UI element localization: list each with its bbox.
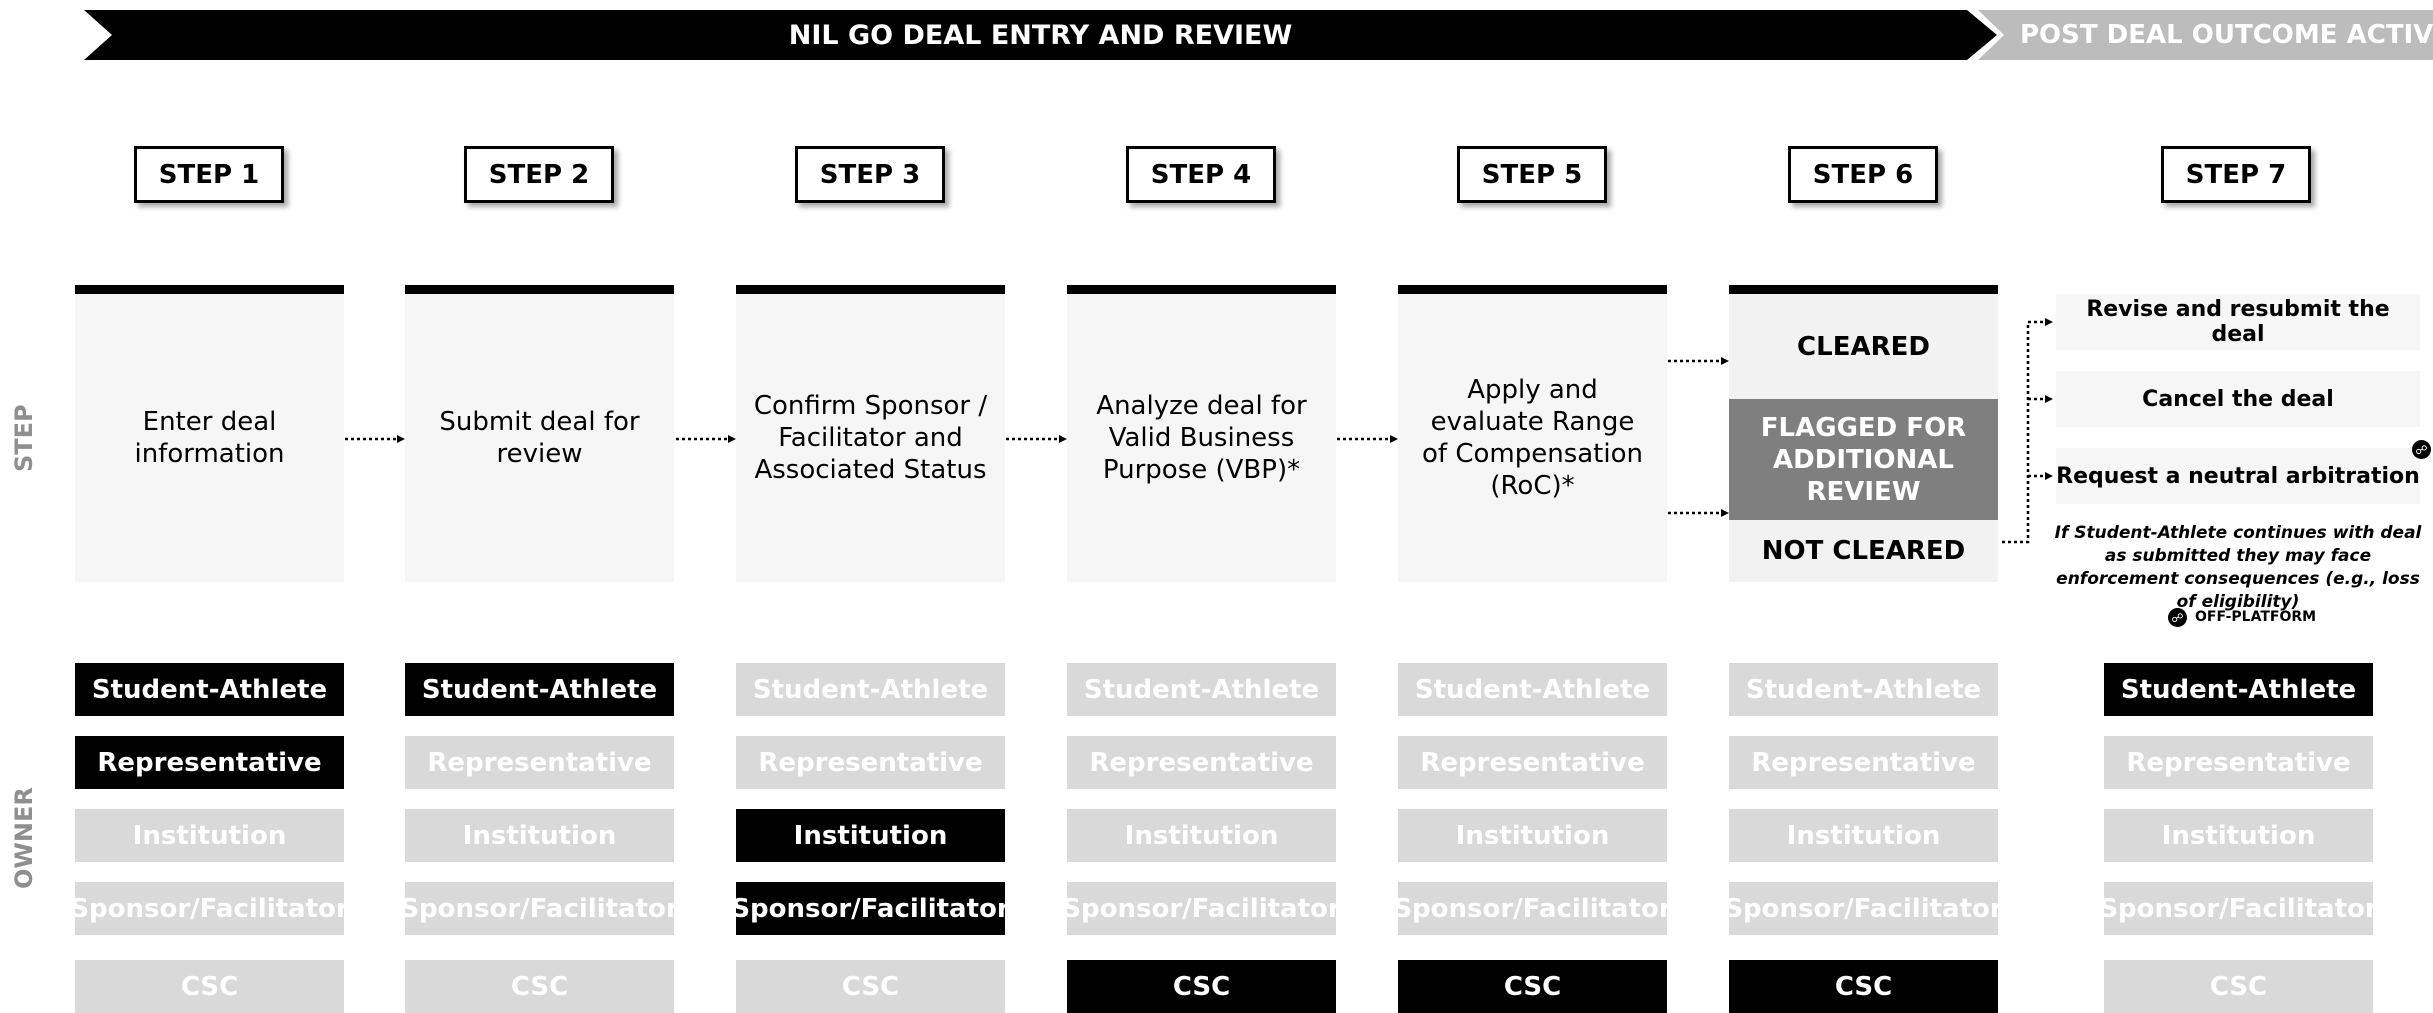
owner-institution-step-1: Institution [75, 809, 344, 862]
owner-student-athlete-step-2: Student-Athlete [405, 663, 674, 716]
owner-representative-step-5: Representative [1398, 736, 1667, 789]
step-2-box: Submit deal for review [405, 294, 674, 582]
owner-sponsor-facilitator-step-5: Sponsor/Facilitator [1398, 882, 1667, 935]
owner-sponsor-facilitator-step-4: Sponsor/Facilitator [1067, 882, 1336, 935]
deal-entry-banner: NIL GO DEAL ENTRY AND REVIEW [84, 10, 1997, 60]
owner-representative-step-3: Representative [736, 736, 1005, 789]
outcome-not-cleared: NOT CLEARED [1729, 520, 1998, 582]
owner-csc-step-3: CSC [736, 960, 1005, 1013]
bracket-not-cleared [2002, 322, 2030, 544]
outcome-cleared: CLEARED [1729, 294, 1998, 399]
owner-csc-step-5: CSC [1398, 960, 1667, 1013]
owner-institution-step-2: Institution [405, 809, 674, 862]
owner-student-athlete-step-4: Student-Athlete [1067, 663, 1336, 716]
owner-csc-step-2: CSC [405, 960, 674, 1013]
step-6-label: STEP 6 [1788, 146, 1938, 203]
owner-student-athlete-step-6: Student-Athlete [1729, 663, 1998, 716]
step-5-bar [1398, 285, 1667, 294]
owner-sponsor-facilitator-step-3: Sponsor/Facilitator [736, 882, 1005, 935]
enforcement-note: If Student-Athlete continues with deal a… [2054, 523, 2422, 612]
option-revise-resubmit: Revise and resubmit the deal [2056, 294, 2420, 350]
step-3-bar [736, 285, 1005, 294]
post-deal-banner: POST DEAL OUTCOME ACTIVITY [1978, 10, 2433, 60]
step-6-bar [1729, 285, 1998, 294]
owner-student-athlete-step-1: Student-Athlete [75, 663, 344, 716]
owner-representative-step-7: Representative [2104, 736, 2373, 789]
owner-csc-step-7: CSC [2104, 960, 2373, 1013]
owner-institution-step-6: Institution [1729, 809, 1998, 862]
owner-student-athlete-step-7: Student-Athlete [2104, 663, 2373, 716]
owner-csc-step-6: CSC [1729, 960, 1998, 1013]
step-1-bar [75, 285, 344, 294]
owner-institution-step-7: Institution [2104, 809, 2373, 862]
option-request-arbitration: Request a neutral arbitration [2056, 448, 2420, 504]
step-5-box: Apply and evaluate Range of Compensation… [1398, 294, 1667, 582]
step-4-label: STEP 4 [1126, 146, 1276, 203]
owner-representative-step-2: Representative [405, 736, 674, 789]
step-5-label: STEP 5 [1457, 146, 1607, 203]
owner-student-athlete-step-3: Student-Athlete [736, 663, 1005, 716]
step-1-label: STEP 1 [134, 146, 284, 203]
step-4-bar [1067, 285, 1336, 294]
owner-representative-step-6: Representative [1729, 736, 1998, 789]
step-2-bar [405, 285, 674, 294]
owner-institution-step-4: Institution [1067, 809, 1336, 862]
owner-csc-step-4: CSC [1067, 960, 1336, 1013]
off-platform-label: OFF-PLATFORM [2195, 609, 2317, 625]
owner-institution-step-3: Institution [736, 809, 1005, 862]
owner-institution-step-5: Institution [1398, 809, 1667, 862]
step-4-box: Analyze deal for Valid Business Purpose … [1067, 294, 1336, 582]
owner-sponsor-facilitator-step-7: Sponsor/Facilitator [2104, 882, 2373, 935]
owner-csc-step-1: CSC [75, 960, 344, 1013]
link-icon: ☍ [2168, 608, 2187, 627]
owner-representative-step-1: Representative [75, 736, 344, 789]
owner-representative-step-4: Representative [1067, 736, 1336, 789]
step-7-label: STEP 7 [2161, 146, 2311, 203]
step-1-box: Enter deal information [75, 294, 344, 582]
step-2-label: STEP 2 [464, 146, 614, 203]
option-cancel-deal: Cancel the deal [2056, 371, 2420, 427]
owner-sponsor-facilitator-step-1: Sponsor/Facilitator [75, 882, 344, 935]
step-3-box: Confirm Sponsor / Facilitator and Associ… [736, 294, 1005, 582]
owner-sponsor-facilitator-step-6: Sponsor/Facilitator [1729, 882, 1998, 935]
step-3-label: STEP 3 [795, 146, 945, 203]
owner-sponsor-facilitator-step-2: Sponsor/Facilitator [405, 882, 674, 935]
link-icon: ☍ [2412, 440, 2431, 459]
owner-student-athlete-step-5: Student-Athlete [1398, 663, 1667, 716]
outcome-flagged: FLAGGED FOR ADDITIONAL REVIEW [1729, 399, 1998, 520]
